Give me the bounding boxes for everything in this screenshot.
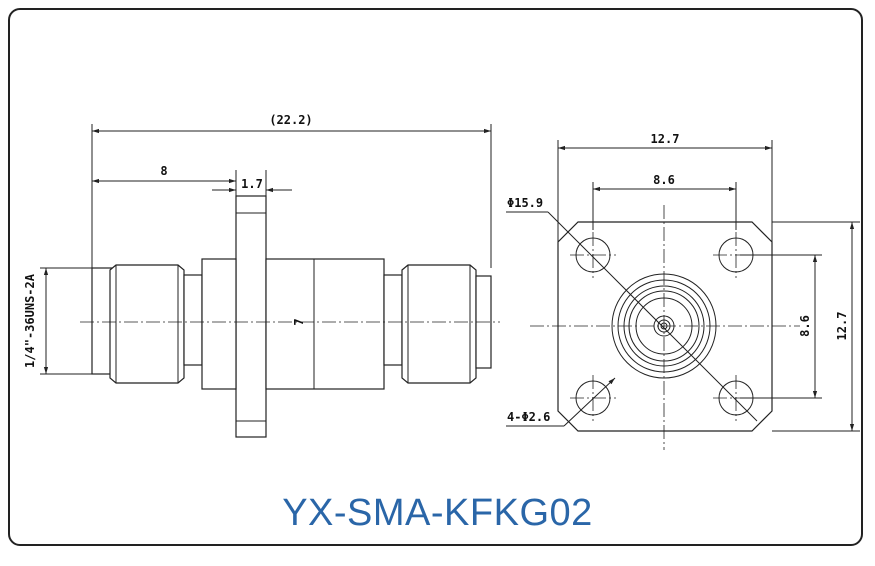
- hole-spacing-v-label: 8.6: [798, 315, 812, 337]
- side-view: (22.2) 8 1.7 7 1/4"-36UNS-2A: [23, 113, 500, 438]
- front-view: 12.7 8.6 8.6 12.7: [506, 132, 860, 450]
- left-body: [201, 258, 237, 390]
- left-thread: [91, 267, 113, 375]
- right-hex-nut: [401, 264, 477, 384]
- right-body: [265, 258, 385, 390]
- mounting-hole-bl: [575, 380, 611, 416]
- hole-spacing-h-label: 8.6: [653, 173, 675, 187]
- mounting-hole-tl: [575, 237, 611, 273]
- left-length-label: 8: [160, 164, 167, 178]
- center-label: 7: [292, 318, 306, 325]
- overall-length-label: (22.2): [269, 113, 312, 127]
- flange-height-label: 12.7: [835, 312, 849, 341]
- square-flange: [557, 221, 773, 432]
- center-pin: [653, 315, 675, 337]
- diagonal-leader: [547, 211, 758, 422]
- flange: [235, 195, 267, 438]
- thread-spec-label: 1/4"-36UNS-2A: [23, 273, 37, 368]
- holes-label: 4-Φ2.6: [507, 410, 550, 424]
- flange-thickness-label: 1.7: [241, 177, 263, 191]
- mounting-hole-tr: [718, 237, 754, 273]
- left-hex-nut: [109, 264, 185, 384]
- diagonal-label: Φ15.9: [507, 196, 543, 210]
- mounting-hole-br: [718, 380, 754, 416]
- flange-width-label: 12.7: [651, 132, 680, 146]
- product-title: YX-SMA-KFKG02: [282, 492, 593, 534]
- outer-ring: [611, 273, 717, 379]
